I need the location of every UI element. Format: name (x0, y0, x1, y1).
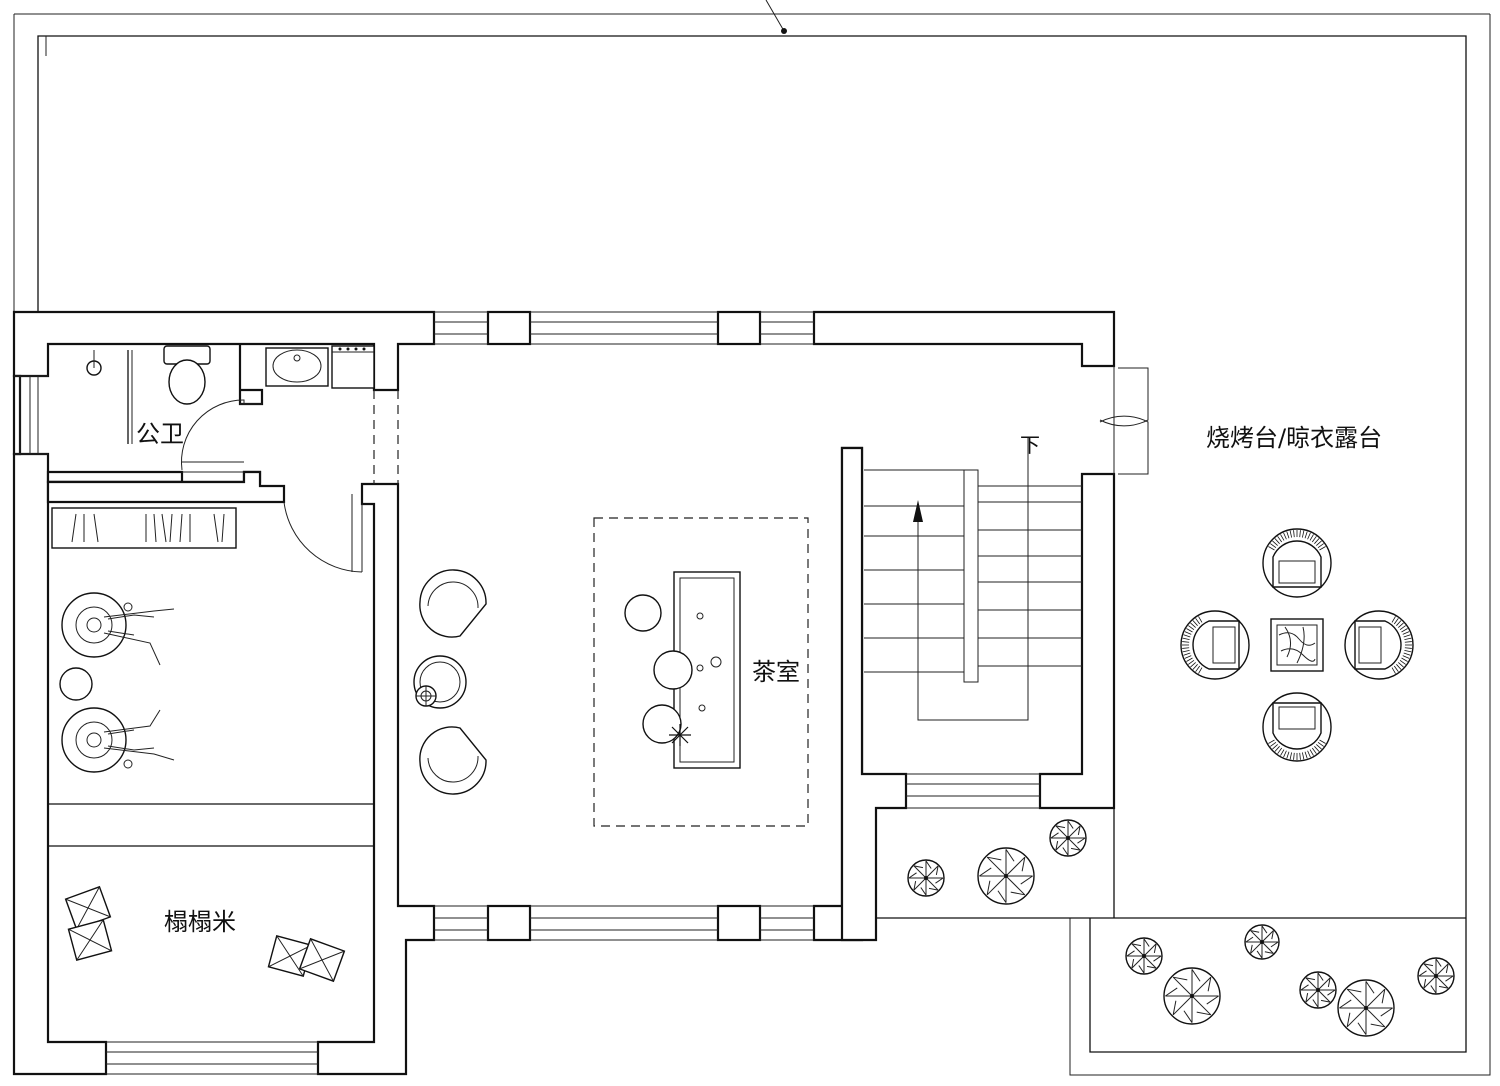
tea-room-furniture (413, 517, 809, 827)
room-label-tatami: 榻榻米 (164, 908, 236, 936)
room-label-bathroom: 公卫 (136, 420, 184, 448)
staircase (864, 438, 1082, 721)
plants (907, 819, 1455, 1037)
tree-icon (1417, 957, 1455, 995)
stair-label-down: 下 (1020, 433, 1040, 457)
tree-icon (1125, 937, 1163, 975)
terrace-table-set (1180, 528, 1414, 762)
doors (181, 367, 1149, 573)
room-label-terrace: 烧烤台/晾衣露台 (1206, 424, 1382, 452)
tree-icon (977, 847, 1035, 905)
tree-icon (1337, 979, 1395, 1037)
room-label-tea-room: 茶室 (752, 658, 800, 686)
walls (12, 310, 1116, 1076)
tree-icon (907, 859, 945, 897)
tree-icon (1049, 819, 1087, 857)
terrace-chair (1262, 692, 1332, 762)
bathroom-fixtures (86, 345, 375, 444)
tree-icon (1244, 924, 1280, 960)
tree-icon (1299, 971, 1337, 1009)
terrace-chair (1180, 610, 1250, 680)
terrace-chair (1344, 610, 1414, 680)
tatami-furniture (48, 507, 374, 983)
terrace-chair (1262, 528, 1332, 598)
tree-icon (1163, 967, 1221, 1025)
